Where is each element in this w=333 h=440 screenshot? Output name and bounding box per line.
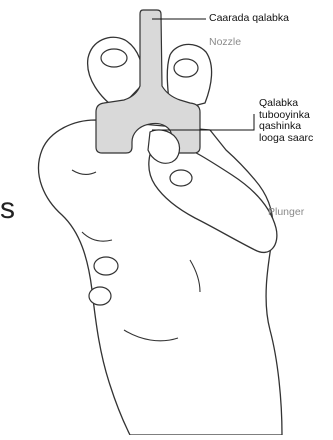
middle-fingernail — [174, 59, 198, 77]
nozzle-label: Caarada qalabka — [209, 13, 289, 25]
ring-fingernail — [94, 257, 118, 275]
thumb-fingernail — [170, 170, 192, 186]
stray-glyph: s — [0, 192, 15, 226]
plunger-label-english: Plunger — [268, 206, 304, 218]
pinky-fingernail — [89, 287, 111, 305]
nozzle-label-english: Nozzle — [209, 36, 241, 48]
plunger-label: Qalabka tubooyinka qashinka looga saarc — [259, 98, 313, 144]
plunger-label-line: Qalabka — [259, 98, 313, 110]
plunger-label-line: looga saarc — [259, 133, 313, 145]
plunger-label-line: qashinka — [259, 121, 313, 133]
index-fingernail — [101, 49, 127, 67]
